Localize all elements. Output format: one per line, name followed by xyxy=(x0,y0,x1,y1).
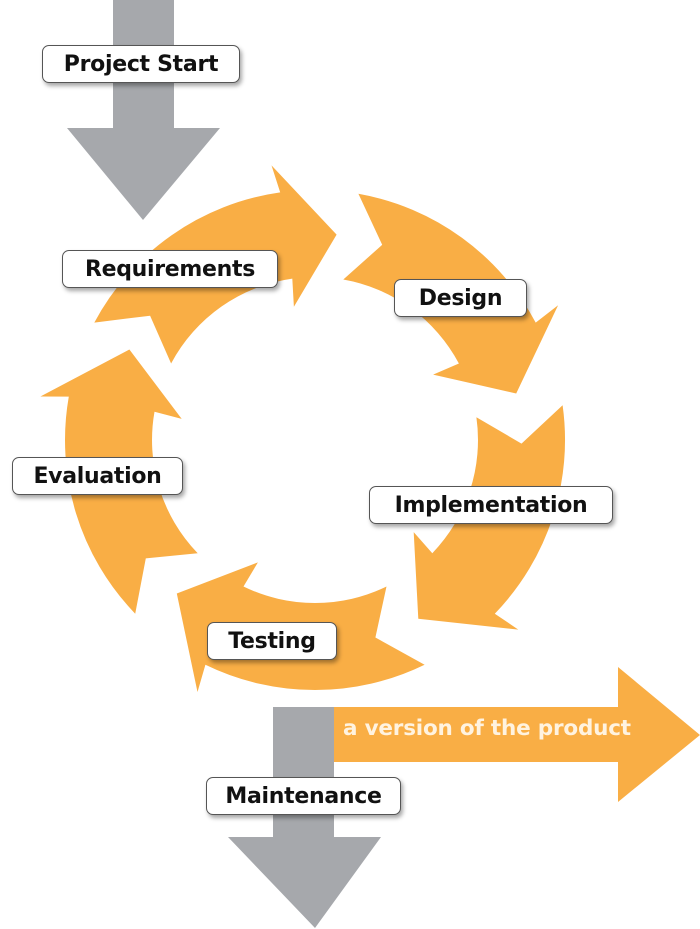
product-version-arrow xyxy=(334,667,700,802)
maintenance-label: Maintenance xyxy=(206,777,401,815)
testing-label: Testing xyxy=(207,622,337,660)
evaluation-label: Evaluation xyxy=(12,457,183,495)
requirements-label: Requirements xyxy=(62,250,278,288)
flow-arrows xyxy=(67,0,381,928)
cycle-ring xyxy=(40,165,566,692)
maintenance-arrow xyxy=(228,707,381,928)
product-version-text: a version of the product xyxy=(343,716,631,741)
implementation-label: Implementation xyxy=(369,486,613,524)
project-start-label: Project Start xyxy=(42,45,240,83)
design-label: Design xyxy=(394,279,527,317)
project-start-arrow xyxy=(67,0,220,220)
